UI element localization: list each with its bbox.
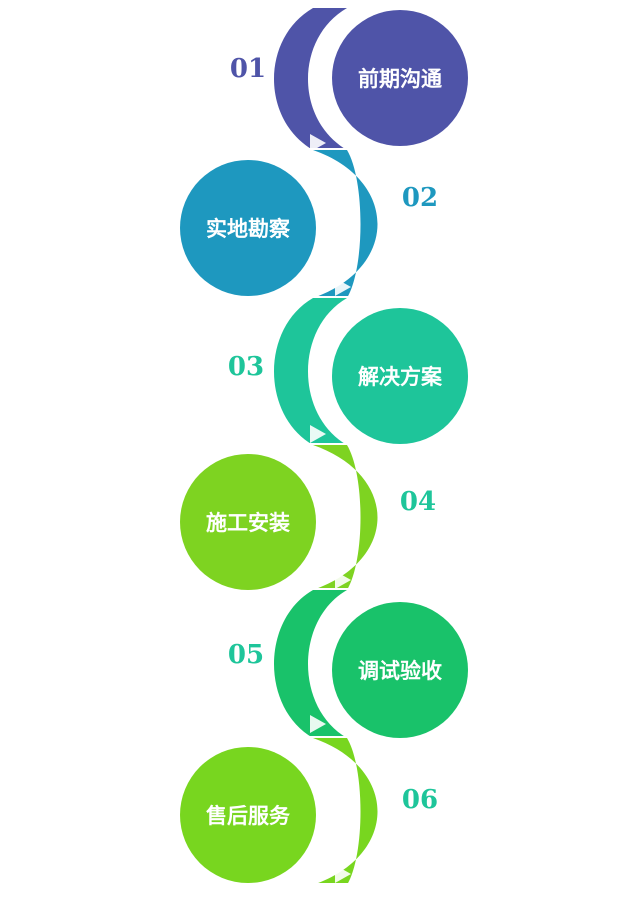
- step-circle: [180, 747, 316, 883]
- flow-band-segment: [313, 738, 378, 885]
- step-circle: [180, 160, 316, 296]
- step-number: 06: [402, 785, 438, 815]
- arrow-marker-icon: [335, 571, 351, 589]
- arrow-marker-icon: [335, 865, 351, 883]
- step-label: 调试验收: [358, 659, 442, 683]
- arrow-marker-icon: [310, 425, 326, 443]
- flow-band-segment: [274, 8, 347, 150]
- step-label: 解决方案: [358, 365, 443, 389]
- step-label: 售后服务: [206, 804, 291, 828]
- flow-band-segment: [313, 150, 378, 298]
- flow-band-segment: [274, 298, 347, 445]
- step-label: 施工安装: [206, 511, 290, 535]
- step-circle: [332, 10, 468, 146]
- step-number: 02: [402, 183, 438, 213]
- step-label: 实地勘察: [206, 217, 291, 241]
- arrow-marker-icon: [310, 134, 326, 152]
- flow-band-segment: [274, 590, 347, 738]
- step-circle: [180, 454, 316, 590]
- arrow-marker-icon: [335, 278, 351, 296]
- step-circle: [332, 602, 468, 738]
- flow-band-segment: [313, 445, 378, 590]
- step-number: 01: [230, 54, 266, 84]
- step-label: 前期沟通: [358, 67, 442, 91]
- step-circle: [332, 308, 468, 444]
- step-number: 03: [228, 352, 264, 382]
- step-number: 05: [228, 640, 264, 670]
- arrow-marker-icon: [310, 715, 326, 733]
- step-number: 04: [400, 487, 436, 517]
